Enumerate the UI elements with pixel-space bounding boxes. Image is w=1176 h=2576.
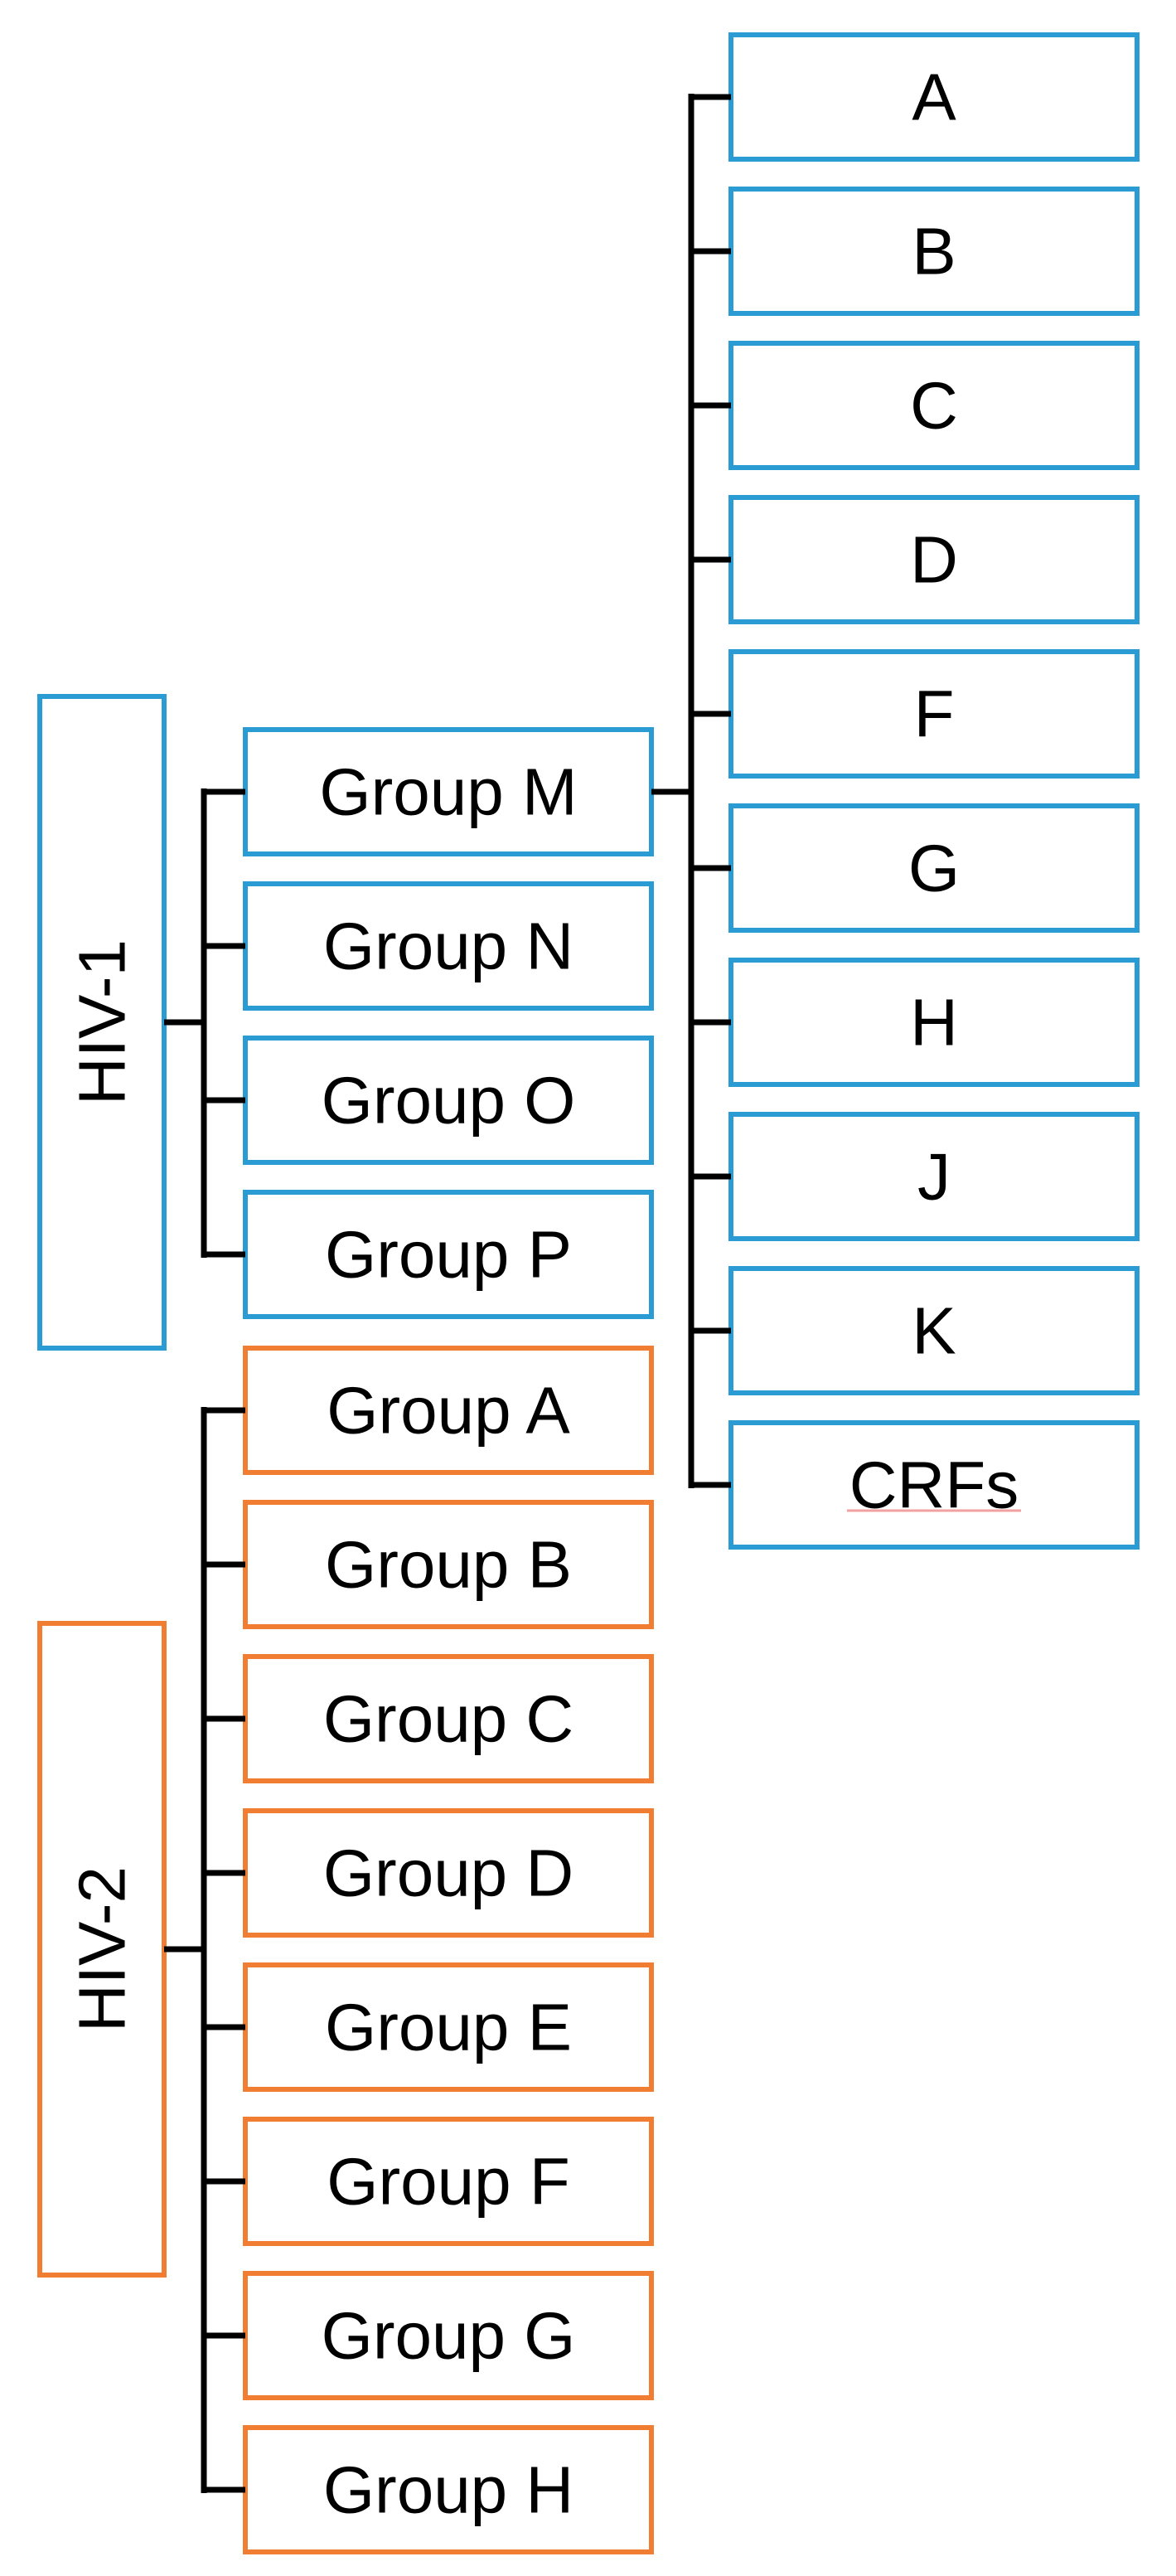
hiv2-group-node-h: Group H bbox=[243, 2425, 654, 2554]
hiv1-group-node-p: Group P bbox=[243, 1190, 654, 1319]
hiv1-root-label: HIV-1 bbox=[65, 939, 139, 1105]
hiv2-root-node: HIV-2 bbox=[37, 1621, 167, 2278]
subtype-node-f: F bbox=[728, 649, 1140, 779]
hiv1-group-node-n: Group N bbox=[243, 881, 654, 1011]
hiv2-group-node-e: Group E bbox=[243, 1962, 654, 2092]
hiv2-group-label-a: Group A bbox=[327, 1374, 570, 1448]
hiv2-group-node-b: Group B bbox=[243, 1500, 654, 1629]
subtype-node-g: G bbox=[728, 803, 1140, 933]
hiv1-group-label-n: Group N bbox=[323, 910, 573, 983]
hiv1-group-node-m: Group M bbox=[243, 727, 654, 856]
group-m-connectors bbox=[651, 94, 731, 1488]
hiv2-group-label-b: Group B bbox=[325, 1528, 572, 1602]
hiv2-group-node-a: Group A bbox=[243, 1346, 654, 1475]
subtype-node-h: H bbox=[728, 958, 1140, 1087]
hiv2-root-label: HIV-2 bbox=[65, 1866, 139, 2032]
subtype-label-h: H bbox=[910, 986, 958, 1060]
subtype-label-a: A bbox=[912, 61, 956, 134]
hiv2-group-label-e: Group E bbox=[325, 1991, 572, 2064]
subtype-node-b: B bbox=[728, 187, 1140, 316]
subtype-label-c: C bbox=[910, 369, 958, 443]
subtype-node-j: J bbox=[728, 1112, 1140, 1241]
subtype-label-k: K bbox=[912, 1294, 956, 1368]
hiv2-group-label-d: Group D bbox=[323, 1836, 573, 1910]
hiv1-group-label-o: Group O bbox=[322, 1064, 576, 1138]
hiv2-group-label-g: Group G bbox=[322, 2299, 576, 2373]
hiv2-group-label-h: Group H bbox=[323, 2453, 573, 2527]
subtype-label-d: D bbox=[910, 523, 958, 597]
subtype-node-c: C bbox=[728, 341, 1140, 470]
hiv1-connectors bbox=[164, 788, 245, 1258]
hiv1-group-label-p: Group P bbox=[325, 1218, 572, 1292]
hiv1-group-node-o: Group O bbox=[243, 1036, 654, 1165]
subtype-node-k: K bbox=[728, 1266, 1140, 1395]
hiv1-group-label-m: Group M bbox=[319, 755, 577, 829]
subtype-label-b: B bbox=[912, 215, 956, 289]
hiv1-root-node: HIV-1 bbox=[37, 694, 167, 1351]
subtype-label-g: G bbox=[908, 832, 960, 905]
hiv2-group-label-f: Group F bbox=[327, 2145, 569, 2219]
hiv2-group-node-c: Group C bbox=[243, 1654, 654, 1783]
hiv2-group-node-f: Group F bbox=[243, 2117, 654, 2246]
hiv2-group-label-c: Group C bbox=[323, 1682, 573, 1756]
hiv2-group-node-d: Group D bbox=[243, 1808, 654, 1938]
subtype-node-crfs: CRFs bbox=[728, 1420, 1140, 1550]
hiv2-group-node-g: Group G bbox=[243, 2271, 654, 2400]
subtype-label-j: J bbox=[917, 1140, 951, 1214]
subtype-node-a: A bbox=[728, 32, 1140, 162]
subtype-node-d: D bbox=[728, 495, 1140, 624]
hiv2-connectors bbox=[164, 1407, 245, 2493]
subtype-label-f: F bbox=[914, 677, 955, 751]
